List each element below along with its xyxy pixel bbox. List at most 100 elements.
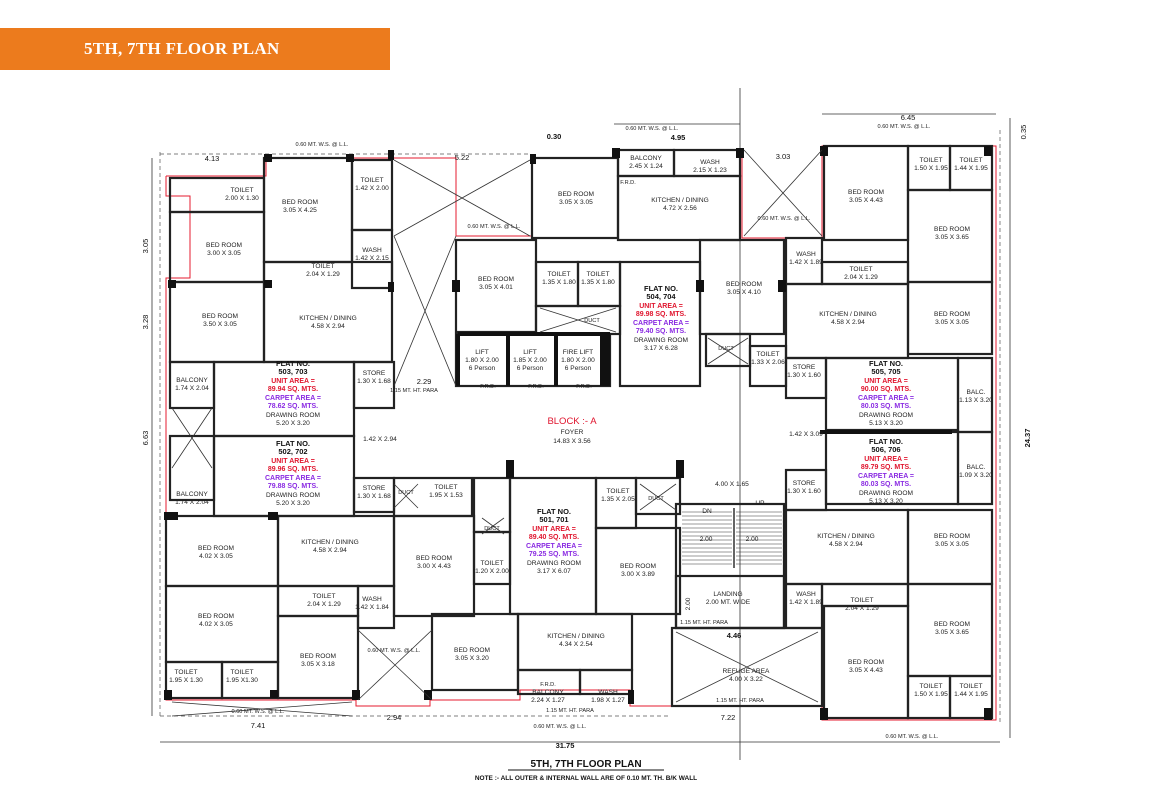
room-name: TOILET	[607, 488, 630, 495]
room-size: 4.02 X 3.05	[199, 553, 233, 560]
dim-left-b: 3.28	[141, 315, 150, 330]
room-size: 1.42 X 1.89	[789, 599, 823, 606]
room-name: BALC.	[966, 464, 985, 471]
duct-label: DUCT	[718, 346, 734, 352]
room-name: BED ROOM	[848, 189, 884, 196]
room-size: 3.05 X 3.05	[935, 541, 969, 548]
room-size: 3.05 X 3.65	[935, 629, 969, 636]
lift-name: LIFT	[475, 349, 489, 356]
lift-size: 1.85 X 2.00	[513, 357, 547, 364]
block-name: BLOCK :- A	[547, 416, 597, 427]
room-name: WASH	[700, 159, 720, 166]
room-size: 3.05 X 3.18	[301, 661, 335, 668]
lift-capacity: 6 Person	[565, 365, 592, 372]
flat-carpet: CARPET AREA =	[633, 320, 689, 327]
room-name: WASH	[796, 251, 816, 258]
dim-passage-right: 1.42 X 3.09	[789, 431, 823, 438]
room-size: 1.30 X 1.68	[357, 493, 391, 500]
room-size: 1.13 X 3.20	[959, 397, 993, 404]
room-name: BALCONY	[176, 491, 208, 498]
room-name: BED ROOM	[198, 613, 234, 620]
room-name: BED ROOM	[934, 533, 970, 540]
room-name: KITCHEN / DINING	[547, 633, 605, 640]
room-size: 4.58 X 2.94	[311, 323, 345, 330]
flat-carpet: CARPET AREA =	[858, 395, 914, 402]
walls	[164, 144, 994, 720]
room-size: 1.74 X 2.04	[175, 499, 209, 506]
duct-label: DUCT	[584, 318, 600, 324]
flat-no: FLAT NO.	[869, 437, 903, 446]
ws-label: 0.60 MT. W.S. @ L.L.	[232, 709, 285, 715]
flat-dr-s: 5.13 X 3.20	[869, 498, 903, 505]
dim-passage-mid: 2.29	[417, 377, 432, 386]
room-size: 2.00 X 1.30	[225, 195, 259, 202]
flat-num: 504, 704	[646, 292, 676, 301]
flat-carpet: CARPET AREA =	[526, 543, 582, 550]
flat-dr: DRAWING ROOM	[859, 490, 913, 497]
room-size: 1.30 X 1.68	[357, 378, 391, 385]
staircase	[682, 508, 782, 568]
room-name: BED ROOM	[198, 545, 234, 552]
room-name: BED ROOM	[282, 199, 318, 206]
room-size: 1.95 X 1.30	[169, 677, 203, 684]
room-name: TOILET	[481, 560, 504, 567]
room-size: 4.58 X 2.94	[829, 541, 863, 548]
lift-capacity: 6 Person	[517, 365, 544, 372]
ws-label: 0.60 MT. W.S. @ L.L.	[886, 734, 939, 740]
room-size: 3.50 X 3.05	[203, 321, 237, 328]
flat-no: FLAT NO.	[644, 284, 678, 293]
block-label: BLOCK :- A FOYER 14.83 X 3.56	[547, 416, 597, 445]
room-size: 4.34 X 2.54	[559, 641, 593, 648]
para-label: 1.15 MT. HT. PARA	[680, 620, 728, 626]
dim-lobby: 4.00 X 1.65	[715, 481, 749, 488]
room-name: TOILET	[175, 669, 198, 676]
room-size: 1.44 X 1.95	[954, 691, 988, 698]
flat-unit: UNIT AREA =	[271, 378, 315, 385]
room-size: 2.04 X 1.29	[306, 271, 340, 278]
room-name: KITCHEN / DINING	[301, 539, 359, 546]
room-size: 2.00 MT. WIDE	[706, 599, 751, 606]
dim-bottom-a: 7.41	[251, 721, 266, 730]
room-name: BED ROOM	[454, 647, 490, 654]
void-markers	[171, 149, 823, 717]
ws-label: 0.60 MT. W.S. @ L.L.	[468, 224, 521, 230]
room-size: 3.05 X 4.25	[283, 207, 317, 214]
room-name: WASH	[362, 247, 382, 254]
room-name: TOILET	[231, 669, 254, 676]
room-size: 1.42 X 2.15	[355, 255, 389, 262]
flat-carpet: CARPET AREA =	[265, 395, 321, 402]
room-name: BED ROOM	[416, 555, 452, 562]
room-name: WASH	[598, 689, 618, 696]
room-name: BALCONY	[630, 155, 662, 162]
room-size: 1.50 X 1.95	[914, 165, 948, 172]
room-name: TOILET	[435, 484, 458, 491]
room-name: BED ROOM	[558, 191, 594, 198]
room-size: 3.05 X 3.05	[559, 199, 593, 206]
duct-label: DUCT	[398, 490, 414, 496]
room-name: TOILET	[960, 157, 983, 164]
room-name: BED ROOM	[934, 311, 970, 318]
room-size: 1.44 X 1.95	[954, 165, 988, 172]
flat-carpet-v: 79.88 SQ. MTS.	[268, 483, 318, 490]
page-banner: 5TH, 7TH FLOOR PLAN	[0, 28, 390, 70]
flat-dr-s: 3.17 X 6.28	[644, 345, 678, 352]
room-size: 1.95 X1.30	[226, 677, 258, 684]
dim-bottom-b: 7.22	[721, 713, 736, 722]
plan-title: 5TH, 7TH FLOOR PLAN	[530, 759, 641, 770]
ws-label: 0.60 MT. W.S. @ L.L.	[368, 648, 421, 654]
room-name: STORE	[363, 485, 386, 492]
room-name: TOILET	[920, 683, 943, 690]
para-label: 1.15 MT. HT. PARA	[546, 708, 594, 714]
flat-carpet-v: 79.25 SQ. MTS.	[529, 551, 579, 558]
room-name: KITCHEN / DINING	[299, 315, 357, 322]
room-name: BALC.	[966, 389, 985, 396]
room-name: TOILET	[850, 266, 873, 273]
frd-label: F.R.D.	[576, 384, 592, 390]
flat-no: FLAT NO.	[276, 439, 310, 448]
dim-top-left: 4.13	[205, 154, 220, 163]
flat-dr: DRAWING ROOM	[266, 492, 320, 499]
columns	[164, 146, 992, 720]
room-name: BED ROOM	[934, 621, 970, 628]
